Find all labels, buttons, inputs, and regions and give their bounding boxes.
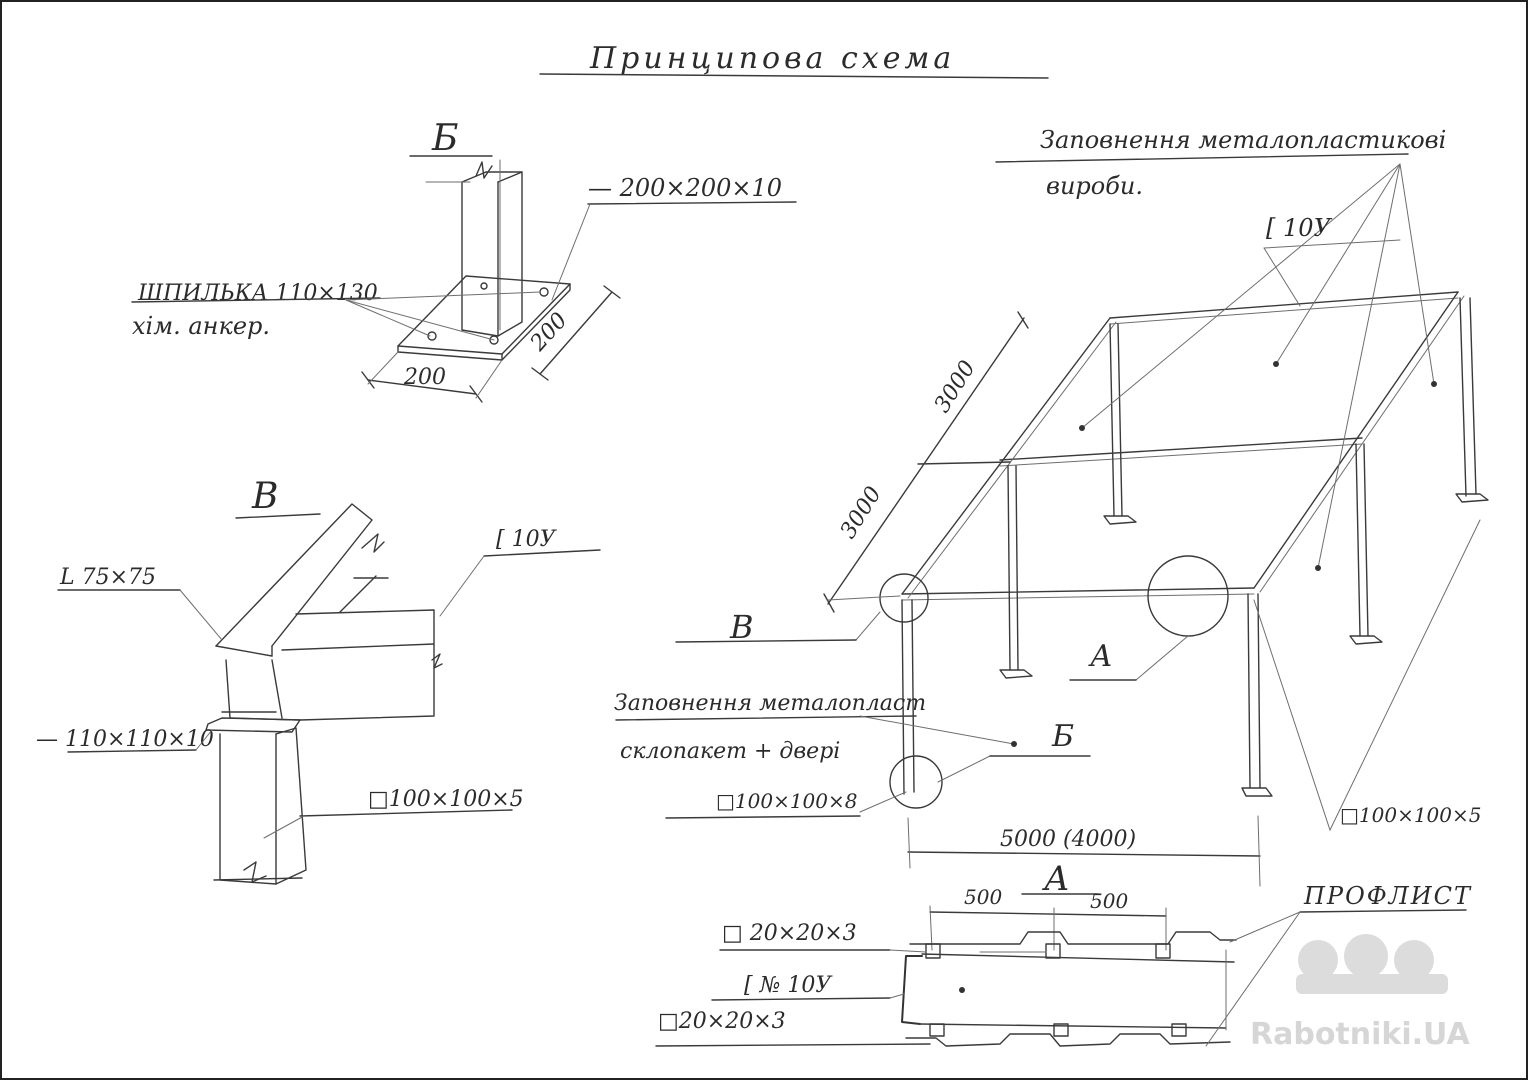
detail-v-post bbox=[213, 727, 307, 885]
detail-v: В bbox=[36, 476, 601, 885]
detail-v-channel bbox=[225, 609, 443, 721]
frame-beam-front bbox=[901, 587, 1255, 595]
section-a-sheet-top bbox=[909, 931, 1237, 945]
detail-b-anchor-label: хім. анкер. bbox=[132, 312, 270, 340]
section-a-tube-bottom-label: □20×20×3 bbox=[658, 1009, 786, 1034]
section-a-channel bbox=[901, 955, 923, 1025]
fill-front-label-2: склопакет + двері bbox=[620, 739, 840, 764]
dim-3000-lower: 3000 bbox=[836, 482, 887, 543]
section-a-dim-right: 500 bbox=[1090, 889, 1128, 913]
detail-v-post-label: □100×100×5 bbox=[368, 787, 524, 812]
detail-b-post bbox=[425, 159, 523, 337]
frame-dims-width bbox=[907, 815, 1261, 887]
callout-circle-v bbox=[879, 573, 929, 623]
section-a-sheet-bottom bbox=[905, 1033, 1231, 1047]
workers-helmets-icon bbox=[1296, 934, 1448, 994]
section-a: А 500 500 ПРОФЛИСТ □ 2 bbox=[655, 859, 1472, 1047]
title-underline bbox=[539, 73, 1049, 79]
detail-b-dim-width: 200 bbox=[403, 365, 446, 390]
detail-v-angle bbox=[215, 503, 389, 657]
page-title: Принципова схема bbox=[589, 41, 955, 76]
detail-b-plate-label: — 200×200×10 bbox=[588, 174, 782, 202]
section-a-tubes bbox=[925, 943, 1187, 1037]
callout-v-label: В bbox=[729, 608, 754, 646]
section-a-profile-label: ПРОФЛИСТ bbox=[1303, 882, 1472, 910]
section-a-label: А bbox=[1042, 859, 1070, 899]
detail-b-dim-depth: 200 bbox=[525, 308, 572, 357]
detail-v-channel-label: [ 10У bbox=[496, 527, 558, 552]
detail-v-plate bbox=[205, 711, 301, 733]
frame-fill-pointers bbox=[1079, 163, 1437, 571]
detail-v-label: В bbox=[251, 476, 278, 517]
main-frame: 3000 3000 5000 (4000) Заповнення металоп… bbox=[614, 126, 1489, 887]
title-block: Принципова схема bbox=[539, 41, 1049, 79]
fill-top-label-2: вироби. bbox=[1046, 172, 1143, 200]
detail-b-label: Б bbox=[431, 118, 458, 159]
frame-dims-depth bbox=[823, 311, 1029, 613]
detail-b: Б — 200×200×10 ШПИЛЬКА 110×130 bbox=[131, 118, 797, 403]
frame-beam-middle bbox=[999, 437, 1363, 461]
callout-a-label: А bbox=[1088, 639, 1113, 674]
detail-v-angle-label: L 75×75 bbox=[59, 565, 156, 590]
detail-b-stud-label: ШПИЛЬКА 110×130 bbox=[137, 281, 378, 306]
detail-v-plate-label: — 110×110×10 bbox=[36, 727, 214, 752]
frame-beam-left bbox=[901, 317, 1111, 595]
callout-circle-b bbox=[889, 755, 943, 809]
post-left-label: □100×100×8 bbox=[716, 789, 857, 813]
dim-3000-upper: 3000 bbox=[930, 356, 981, 417]
frame-beam-back bbox=[1109, 291, 1459, 319]
section-a-dim-left: 500 bbox=[964, 885, 1002, 909]
section-a-channel-label: [ № 10У bbox=[744, 973, 833, 998]
dim-5000: 5000 (4000) bbox=[1000, 827, 1136, 852]
frame-beam-right bbox=[1253, 291, 1459, 589]
callout-b-label: Б bbox=[1051, 719, 1074, 754]
fill-top-label: Заповнення металопластикові bbox=[1040, 126, 1446, 154]
watermark: Rabotniki.UA bbox=[1250, 934, 1470, 1052]
frame-posts bbox=[901, 297, 1489, 797]
watermark-text: Rabotniki.UA bbox=[1250, 1017, 1470, 1052]
post-right-label: □100×100×5 bbox=[1340, 803, 1481, 827]
fill-front-label: Заповнення металопласт bbox=[614, 691, 926, 716]
section-a-tube-top-label: □ 20×20×3 bbox=[722, 921, 857, 946]
main-channel-label: [ 10У bbox=[1266, 214, 1333, 242]
